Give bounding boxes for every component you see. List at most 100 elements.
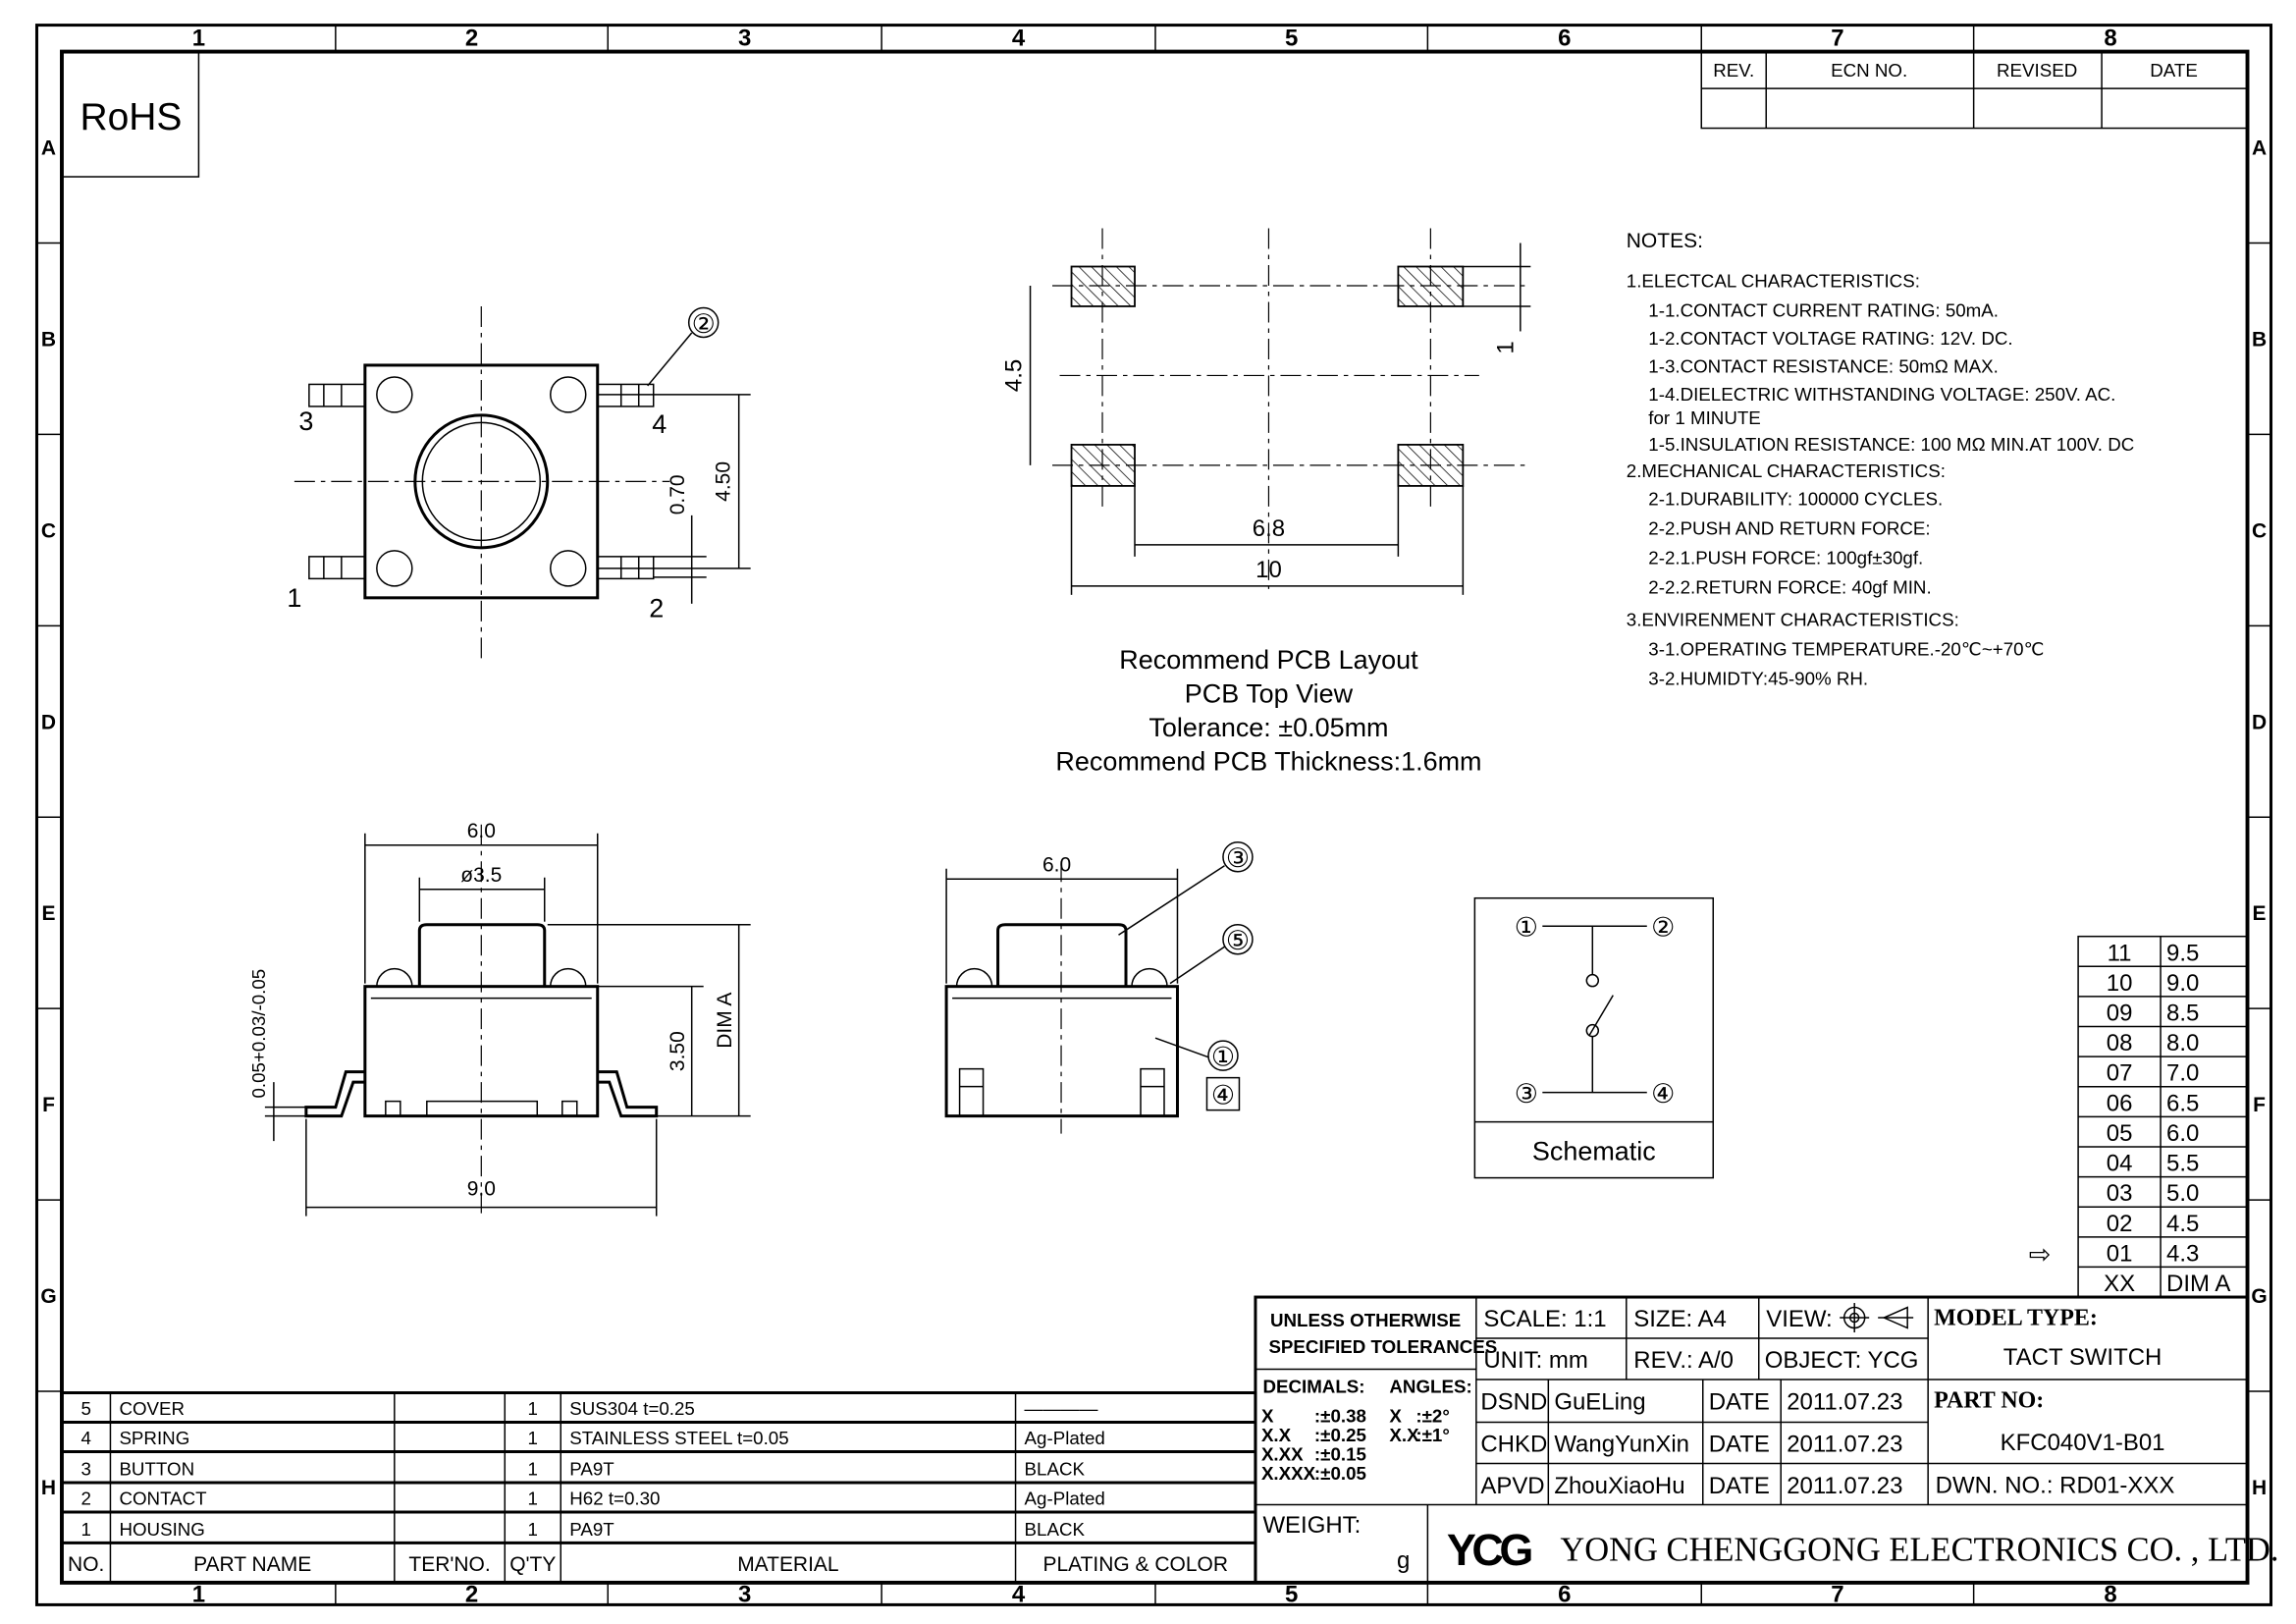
note-line: 3-2.HUMIDTY:45-90% RH. xyxy=(1648,668,1868,688)
weight-label: WEIGHT: xyxy=(1262,1512,1361,1539)
signoff-date: 2011.07.23 xyxy=(1787,1473,1902,1499)
pin-label-3: 3 xyxy=(298,406,313,436)
decimal-format: X xyxy=(1261,1405,1274,1426)
angle-tolerance: :±1° xyxy=(1415,1425,1449,1445)
note-line: 2-1.DURABILITY: 100000 CYCLES. xyxy=(1648,488,1943,509)
pcb-pad xyxy=(1397,265,1465,307)
dim-code: 09 xyxy=(2107,1001,2133,1027)
bom-qty: 1 xyxy=(528,1519,538,1540)
zone-row-label: G xyxy=(2251,1285,2267,1308)
decimal-tolerance: :±0.38 xyxy=(1314,1405,1366,1426)
signoff-name: WangYunXin xyxy=(1554,1431,1689,1457)
dim-value: 8.0 xyxy=(2166,1030,2199,1056)
dim-code: 04 xyxy=(2107,1151,2133,1177)
zone-row-label: C xyxy=(2252,519,2267,542)
decimal-format: X.X xyxy=(1261,1425,1292,1445)
pin-label-4: 4 xyxy=(652,409,667,439)
decimal-tolerance: :±0.15 xyxy=(1314,1443,1366,1464)
signoff-date: 2011.07.23 xyxy=(1787,1389,1902,1416)
note-line: 1.ELECTCAL CHARACTERISTICS: xyxy=(1627,270,1920,291)
tolerance-title: UNLESS OTHERWISE xyxy=(1270,1310,1461,1330)
signoff-role: CHKD xyxy=(1480,1431,1547,1457)
bom-header: PLATING & COLOR xyxy=(1042,1553,1228,1576)
dim-4-5: 4.5 xyxy=(1001,359,1028,392)
side-view-section: 6.0 ③ ⑤ ① ④ xyxy=(944,840,1254,1134)
dim-value: 5.0 xyxy=(2166,1180,2199,1207)
pcb-pad xyxy=(1397,444,1465,487)
title-block: UNLESS OTHERWISE SPECIFIED TOLERANCES DE… xyxy=(1254,1295,2278,1585)
note-line: 1-5.INSULATION RESISTANCE: 100 MΩ MIN.AT… xyxy=(1648,434,2134,455)
dim-1: 1 xyxy=(1492,341,1519,353)
bom-no: 4 xyxy=(81,1428,91,1448)
dim-code: 03 xyxy=(2107,1180,2133,1207)
weight-unit: g xyxy=(1397,1547,1410,1574)
bom-no: 2 xyxy=(81,1488,91,1508)
dim-code: 10 xyxy=(2107,970,2133,997)
bom-header: MATERIAL xyxy=(737,1553,838,1576)
schematic: ① ② ③ ④ Schematic xyxy=(1473,896,1715,1179)
schematic-pin-4: ④ xyxy=(1651,1079,1675,1109)
dim-value: 6.5 xyxy=(2166,1090,2199,1116)
zone-column-label: 2 xyxy=(465,26,478,52)
bom-material: PA9T xyxy=(569,1519,614,1540)
zone-row-label: F xyxy=(2253,1094,2266,1116)
dim-9-0: 9.0 xyxy=(467,1178,496,1201)
balloon-5: ⑤ xyxy=(1226,926,1250,955)
note-line: 2.MECHANICAL CHARACTERISTICS: xyxy=(1627,460,1946,481)
decimal-tolerance: :±0.25 xyxy=(1314,1425,1366,1445)
dim-code: 11 xyxy=(2108,940,2132,966)
model-type-label: MODEL TYPE: xyxy=(1934,1306,2098,1331)
button-outer-outline xyxy=(413,413,550,550)
zone-row-label: H xyxy=(41,1477,56,1499)
zone-column-label: 5 xyxy=(1285,26,1298,52)
dim-value: 8.5 xyxy=(2166,1001,2199,1027)
company-logo: YCG xyxy=(1447,1525,1531,1575)
note-line: 1-2.CONTACT VOLTAGE RATING: 12V. DC. xyxy=(1648,328,2012,349)
balloon-4: ④ xyxy=(1211,1081,1235,1110)
note-line: 3.ENVIRENMENT CHARACTERISTICS: xyxy=(1627,609,1959,629)
note-line: for 1 MINUTE xyxy=(1648,407,1761,428)
angle-format: X.X xyxy=(1389,1425,1419,1445)
dim-code: 07 xyxy=(2107,1060,2133,1087)
signoff-date: 2011.07.23 xyxy=(1787,1431,1902,1457)
tolerance-values: X:±0.38X.X:±0.25X.XX:±0.15X.XXX:±0.05X:±… xyxy=(1261,1405,1450,1483)
zone-row-label: D xyxy=(41,711,56,733)
bom-header: TER'NO. xyxy=(408,1553,490,1576)
schematic-pin-3: ③ xyxy=(1515,1079,1538,1109)
zone-column-label: 7 xyxy=(1831,1581,1843,1607)
side-view-front: 6.0 ø3.5 9.0 3.50 DIM A 0.05+0.03/-0.05 xyxy=(248,820,751,1217)
dim-a: DIM A xyxy=(714,993,736,1049)
dim-value: 9.5 xyxy=(2166,940,2199,966)
size-field: SIZE: A4 xyxy=(1633,1306,1727,1332)
bom-header: PART NAME xyxy=(193,1553,311,1576)
note-line: 1-3.CONTACT RESISTANCE: 50mΩ MAX. xyxy=(1648,355,1999,376)
pcb-caption-line: Tolerance: ±0.05mm xyxy=(1148,713,1388,742)
signoff-role: DSND xyxy=(1480,1389,1547,1416)
zone-column-label: 5 xyxy=(1285,1581,1298,1607)
zone-row-label: B xyxy=(2252,328,2267,351)
zone-column-label: 2 xyxy=(465,1581,478,1607)
part-no-value: KFC040V1-B01 xyxy=(2001,1430,2165,1456)
sheet-frame xyxy=(34,24,2273,1606)
selected-row-arrow: ⇨ xyxy=(2029,1240,2052,1270)
angle-tolerance: :±2° xyxy=(1415,1405,1449,1426)
scale-field: SCALE: 1:1 xyxy=(1483,1306,1606,1332)
zone-row-label: G xyxy=(40,1285,56,1308)
zone-row-label: F xyxy=(42,1094,55,1116)
object-field: OBJECT: YCG xyxy=(1765,1347,1919,1374)
revision-table: REV. ECN NO. REVISED DATE xyxy=(1700,50,2249,130)
zone-column-label: 3 xyxy=(738,1581,751,1607)
dim-6-8: 6.8 xyxy=(1253,515,1285,542)
zone-column-label: 1 xyxy=(192,26,205,52)
